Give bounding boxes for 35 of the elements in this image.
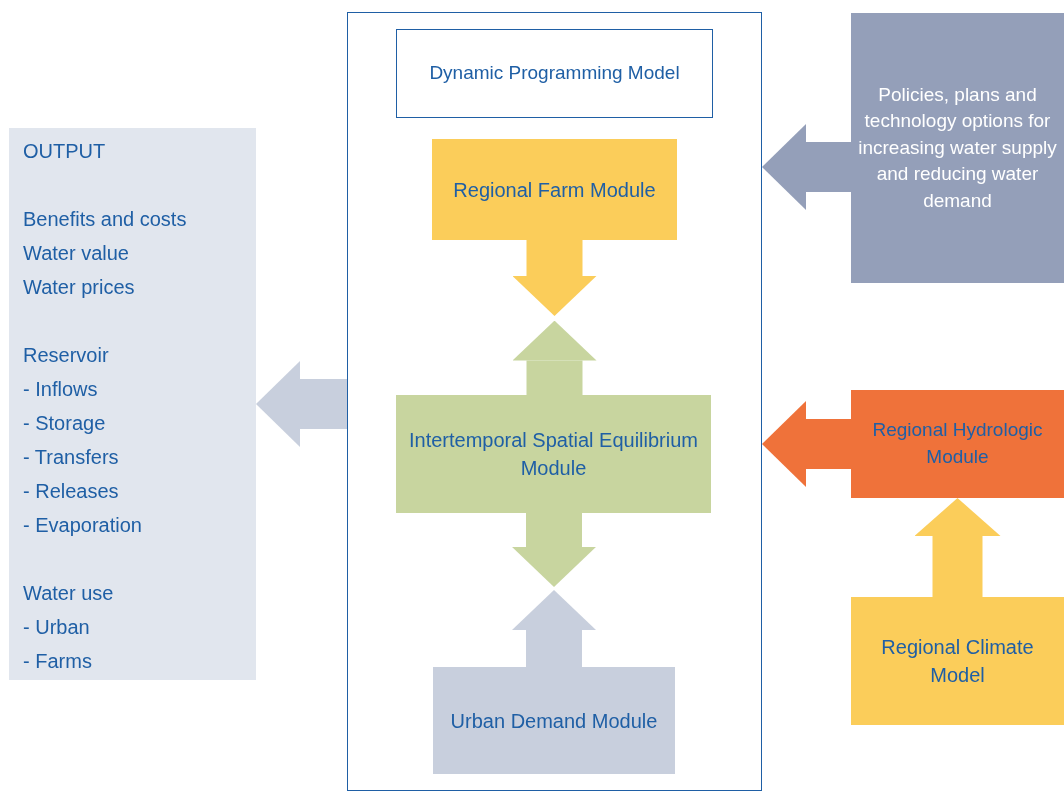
- block-arrow: [512, 590, 596, 667]
- output-item: - Inflows: [23, 377, 98, 402]
- node-label: Urban Demand Module: [449, 708, 659, 734]
- module-box: [851, 390, 1064, 498]
- block-arrow: [914, 498, 1001, 597]
- output-item: - Releases: [23, 479, 119, 504]
- node-label: Dynamic Programming Model: [428, 61, 681, 86]
- output-item: - Storage: [23, 411, 106, 436]
- model-box: [851, 597, 1064, 725]
- output-item: - Farms: [23, 649, 92, 674]
- output-item: - Evaporation: [23, 513, 142, 538]
- output-item: Reservoir: [23, 343, 109, 368]
- output-item: - Urban: [23, 615, 90, 640]
- block-arrow: [256, 361, 347, 447]
- node-label: Regional Climate Model: [880, 635, 1035, 688]
- module-box: [432, 139, 677, 240]
- block-arrow: [762, 401, 851, 487]
- output-item: - Transfers: [23, 445, 119, 470]
- output-item: Water value: [23, 241, 129, 266]
- module-box: [433, 667, 675, 774]
- block-arrow: [762, 124, 851, 210]
- node-label: Regional Hydrologic Module: [871, 418, 1044, 469]
- block-arrow: [512, 240, 597, 316]
- model-box: [396, 29, 713, 118]
- output-item: Water use: [23, 581, 114, 606]
- module-box: [396, 395, 711, 513]
- output-item: Water prices: [23, 275, 135, 300]
- node-label: Regional Farm Module: [452, 177, 657, 203]
- node-label: Policies, plans and technology options for increasing water supply and reducing water demand: [857, 82, 1058, 213]
- node-label: Intertemporal Spatial Equilibrium Module: [408, 428, 699, 481]
- module-frame: [347, 12, 762, 791]
- output-heading: OUTPUT: [23, 139, 106, 164]
- policy-box: [851, 13, 1064, 283]
- output-item: Benefits and costs: [23, 207, 187, 232]
- output-panel: [9, 128, 256, 680]
